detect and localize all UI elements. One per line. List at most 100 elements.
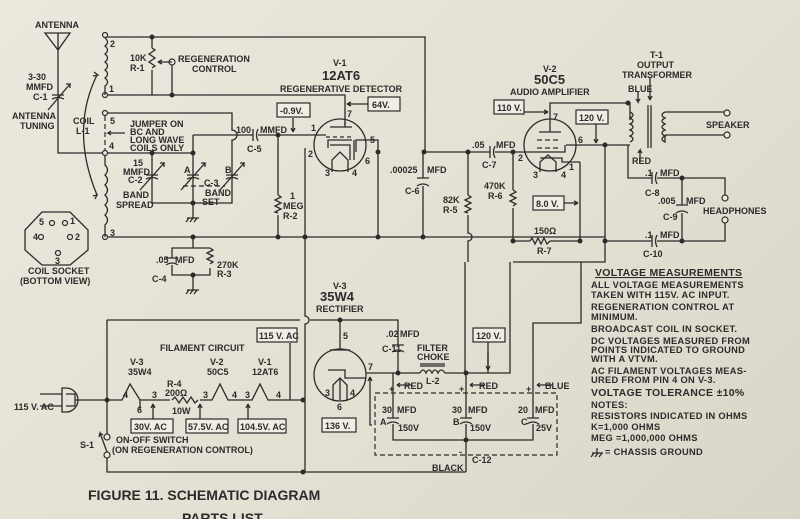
v1-pin: 2 [308,149,313,159]
c8-unit: MFD [660,168,680,178]
c12-plus: + [459,384,464,394]
c10-capacitor [651,234,658,248]
r5-ref: R-5 [443,205,458,215]
c1-unit: MMFD [26,82,53,92]
figure-caption: FIGURE 11. SCHEMATIC DIAGRAM [88,487,320,503]
r4-ref: R-4 [167,379,182,389]
r4-watt: 10W [172,406,191,416]
power-plug-icon [40,387,79,413]
r2-resistor [273,194,283,214]
fil-pin: 6 [137,405,142,415]
c12-ref: C-12 [472,455,492,465]
jumper-note: COILS ONLY [130,143,184,153]
c7-value: .05 [472,140,485,150]
l2-func1: FILTER [417,343,448,353]
note-line: BROADCAST COIL IN SOCKET. [591,324,737,334]
v1-ref: V-1 [333,58,347,68]
coil-pin: 5 [110,116,115,126]
fil-pin: 4 [123,390,128,400]
c12-a-lead: RED [404,381,424,391]
voltage-arrows [150,101,599,426]
v3-pin: 7 [368,362,373,372]
r3-resistor [205,247,215,265]
v2-pin: 6 [578,135,583,145]
v1-pin: 4 [352,168,357,178]
switch-ref: S-1 [80,440,94,450]
v3-pin: 6 [337,402,342,412]
v3-pin: 5 [343,331,348,341]
antenna-icon [43,32,72,52]
v2-plate-voltage: 110 V. [497,103,522,113]
ground-icon [185,289,199,295]
socket-pin: 1 [70,216,75,226]
c1-func2: TUNING [20,121,55,131]
tube-v3 [313,348,367,402]
r3-value: 270K [217,260,239,270]
c10-unit: MFD [660,230,680,240]
r1-func2: CONTROL [192,64,237,74]
transformer-t1 [628,78,667,162]
v1-pin: 7 [347,109,352,119]
r2-ref: R-2 [283,211,298,221]
c6-unit: MFD [427,165,447,175]
c12-b-letter: B [453,417,460,427]
v2-plate-voltage-box [493,99,525,115]
v1-pin: 5 [370,135,375,145]
v3-pin: 4 [350,388,355,398]
r2-unit: MEG [283,201,304,211]
c12-a-value: 30 [382,405,392,415]
c12-a-unit: MFD [397,405,417,415]
filter-choke-l2 [419,363,446,375]
coil-l1-upper [103,37,109,95]
c7-capacitor [489,145,496,159]
c10-value: .1 [645,230,653,240]
fil-voltage-box-3 [237,418,287,434]
c8-ref: C-8 [645,188,660,198]
c9-capacitor [675,204,689,214]
c12-c-voltage: 25V [536,423,552,433]
fil-voltage-3: 104.5V. AC [240,422,286,432]
labels: ANTENNA 3-30 MMFD C-1 ANTENNA TUNING COI… [12,20,767,519]
c2-value: 15 [133,158,143,168]
c6-ref: C-6 [405,186,420,196]
t1-red-lead: RED [632,156,652,166]
chassis-ground-icon [590,448,603,458]
c9-value: .005 [658,196,676,206]
on-off-switch-s1 [98,430,108,453]
r4-value: 200Ω [165,388,187,398]
c5-value: 100 [236,125,251,135]
junction-dots [102,34,685,475]
coil-socket-outline [24,211,89,266]
v2-pin: 7 [553,112,558,122]
coil-label: COIL [73,116,95,126]
v2-pin: 1 [569,162,574,172]
fil-v1-type: 12AT6 [252,367,278,377]
c11-capacitor [391,344,405,353]
coil-pin: 2 [110,39,115,49]
r1-potentiometer [147,47,172,69]
socket-pin: 5 [39,217,44,227]
c3a-capacitor [180,162,207,191]
r4-resistor [171,395,199,405]
r6-resistor [508,189,518,207]
c11-ref: C-11 [382,344,401,354]
c12-b-lead: RED [479,381,499,391]
fil-pin: 3 [245,390,250,400]
headphones-label: HEADPHONES [703,206,767,216]
c12-c-lead: BLUE [545,381,570,391]
socket-label: (BOTTOM VIEW) [20,276,90,286]
c4-ref: C-4 [152,274,167,284]
c3-ref: C-3 [204,178,219,188]
note-line: MINIMUM. [591,312,638,322]
socket-pin: 3 [55,256,60,266]
v3-func: RECTIFIER [316,304,364,314]
voltage-notes: VOLTAGE MEASUREMENTS ALL VOLTAGE MEASURE… [590,267,750,458]
notes-title: VOLTAGE MEASUREMENTS [595,267,742,279]
fil-v3-type: 35W4 [128,367,152,377]
coil-pin: 1 [109,84,114,94]
fil-pin: 3 [152,390,157,400]
fil-voltage-2: 57.5V. AC [188,422,229,432]
v2-ref: V-2 [543,64,557,74]
c12-plus: + [389,384,394,394]
